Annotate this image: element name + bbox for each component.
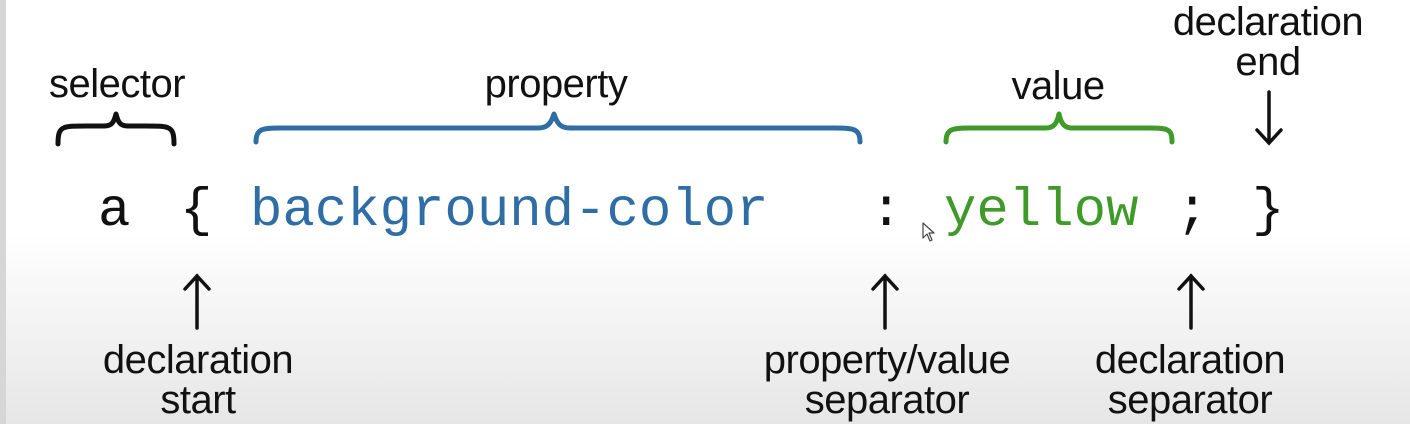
declaration-end-arrow xyxy=(1255,90,1283,146)
code-selector: a xyxy=(98,181,131,242)
property-brace xyxy=(253,111,863,145)
value-label: value xyxy=(1011,64,1105,108)
code-colon: : xyxy=(870,181,903,242)
code-property: background-color xyxy=(250,181,769,242)
code-close-brace: } xyxy=(1252,181,1285,242)
value-brace xyxy=(943,111,1175,145)
property-value-separator-label: property/value separator xyxy=(763,338,1011,422)
code-value: yellow xyxy=(944,181,1139,242)
selector-brace xyxy=(55,111,177,147)
property-value-separator-arrow xyxy=(871,273,899,330)
selector-label: selector xyxy=(48,62,186,106)
declaration-separator-arrow xyxy=(1177,273,1205,330)
declaration-start-label: declaration start xyxy=(102,338,294,422)
code-semicolon: ; xyxy=(1176,181,1209,242)
mouse-pointer-icon xyxy=(922,222,935,242)
declaration-start-arrow xyxy=(183,273,211,330)
left-edge xyxy=(0,0,6,424)
property-label: property xyxy=(484,62,628,106)
declaration-end-label: declaration end xyxy=(1172,0,1364,84)
code-open-brace: { xyxy=(180,181,213,242)
declaration-separator-label: declaration separator xyxy=(1094,338,1286,422)
